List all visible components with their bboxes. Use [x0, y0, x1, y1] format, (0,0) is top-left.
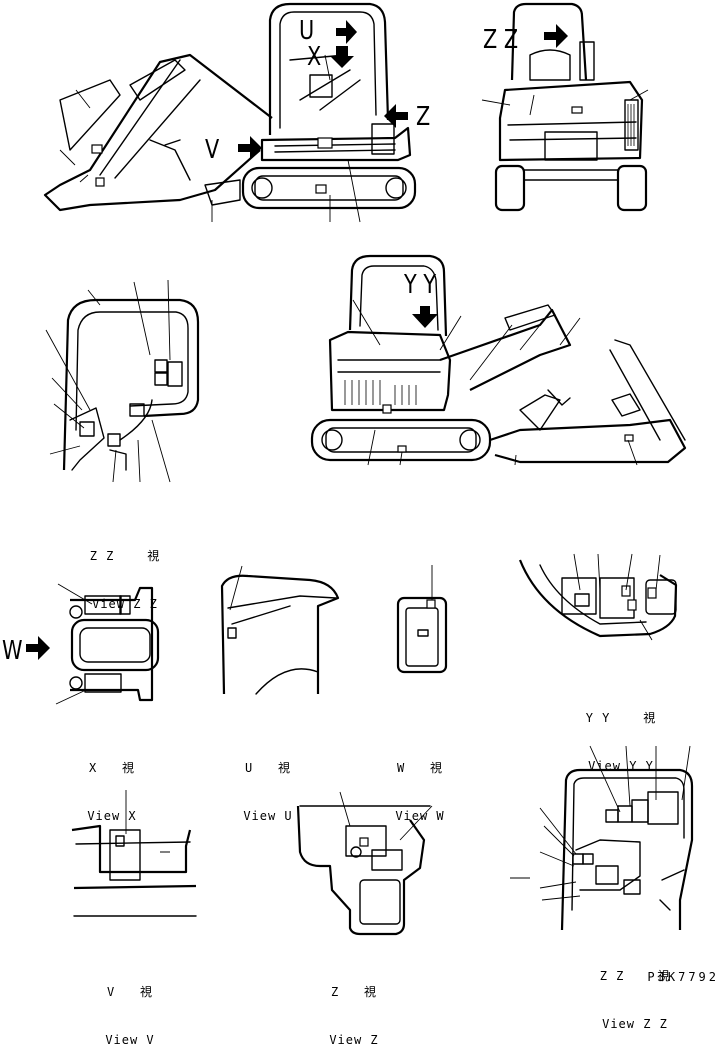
view-caption-jp: X 視: [89, 761, 135, 775]
cab-interior-view-zz: [45, 279, 200, 483]
detail-view-yy: [518, 553, 678, 641]
excavator-side-view-yy: [310, 254, 687, 466]
view-caption-jp: Z Z 視: [599, 969, 671, 983]
view-caption-x: X 視 View X: [72, 728, 152, 840]
view-caption-en: View V: [105, 1033, 155, 1047]
view-caption-zz-lower: Z Z 視 View Z Z: [590, 936, 680, 1048]
view-caption-en: View U: [243, 809, 293, 823]
view-zz-marker: Z Z: [483, 25, 519, 55]
excavator-rear-view: [481, 2, 649, 212]
view-caption-u: U 視 View U: [228, 728, 308, 840]
view-caption-v: V 視 View V: [90, 952, 170, 1064]
view-caption-jp: Z 視: [331, 985, 377, 999]
drawing-code: PJK7792: [647, 970, 719, 984]
view-caption-en: View Z: [329, 1033, 379, 1047]
detail-view-w: [396, 565, 448, 674]
view-caption-zz-upper: Z Z 視 View Z Z: [80, 516, 170, 628]
diagram-drawing: [26, 2, 694, 936]
detail-view-u: [220, 565, 340, 695]
excavator-side-view: [43, 2, 417, 223]
detail-view-z: [296, 791, 433, 936]
view-caption-jp: W 視: [397, 761, 443, 775]
view-caption-z: Z 視 View Z: [314, 952, 394, 1064]
view-caption-yy: Y Y 視 View Y Y: [576, 678, 666, 790]
view-caption-jp: Z Z 視: [89, 549, 161, 563]
cab-interior-view-zz-2: [510, 745, 694, 931]
view-caption-en: View Y Y: [588, 759, 654, 773]
view-caption-jp: V 視: [107, 985, 153, 999]
view-caption-jp: U 視: [245, 761, 291, 775]
view-x-marker: X: [307, 42, 322, 72]
detail-view-v: [71, 790, 197, 917]
view-v-marker: V: [205, 135, 220, 165]
view-u-marker: U: [299, 16, 315, 46]
parts-diagram-sheet: U X V Z Z Z Y Y W Z Z 視 View Z Z X 視 Vie…: [2, 2, 719, 1047]
view-caption-en: View Z Z: [92, 597, 158, 611]
view-yy-marker: Y Y: [404, 270, 437, 300]
view-caption-jp: Y Y 視: [585, 711, 657, 725]
view-z-marker: Z: [416, 102, 431, 132]
view-caption-en: View X: [87, 809, 137, 823]
view-caption-en: View W: [395, 809, 445, 823]
view-caption-en: View Z Z: [602, 1017, 668, 1031]
view-w-marker: W: [2, 636, 23, 666]
view-caption-w: W 視 View W: [380, 728, 460, 840]
detail-view-x: [26, 583, 160, 705]
